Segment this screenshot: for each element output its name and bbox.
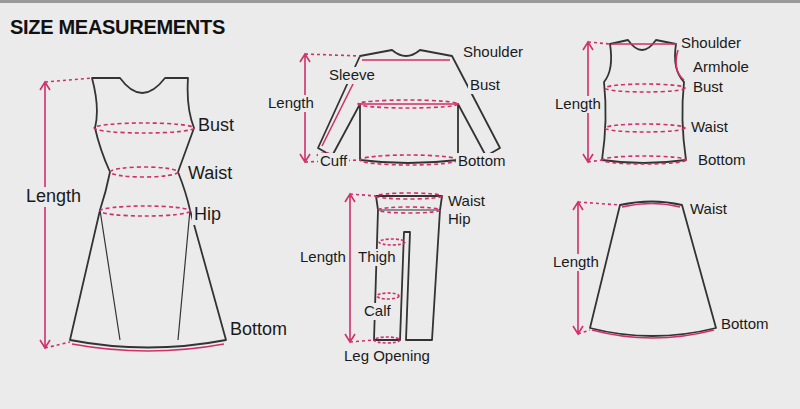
measurement-label: Cuff	[318, 153, 349, 170]
measurement-label: Sleeve	[327, 67, 377, 84]
measurement-label: Bottom	[456, 153, 508, 170]
measurement-label: Waist	[688, 201, 729, 218]
page-title: SIZE MEASUREMENTS	[10, 16, 225, 39]
measurement-label: Length	[298, 249, 348, 266]
measurement-label: Waist	[446, 193, 487, 210]
measurement-label: Armhole	[691, 59, 751, 76]
garment-outlines	[70, 40, 716, 348]
top-rule	[0, 0, 800, 3]
measurement-label: Bottom	[719, 316, 771, 333]
measurement-label: Thigh	[356, 249, 398, 266]
measurement-label: Shoulder	[461, 44, 525, 61]
measurement-label: Bottom	[228, 320, 289, 340]
measurement-label: Length	[553, 96, 603, 113]
measurement-label: Calf	[362, 303, 393, 320]
measurement-label: Hip	[192, 205, 223, 225]
measurement-lines	[40, 42, 714, 351]
measurement-label: Bust	[468, 77, 502, 94]
measurement-label: Bust	[196, 116, 236, 136]
measurement-label: Length	[24, 187, 83, 207]
measurement-label: Leg Opening	[342, 348, 432, 365]
measurement-label: Shoulder	[679, 35, 743, 52]
measurement-label: Bottom	[696, 152, 748, 169]
measurement-label: Waist	[689, 119, 730, 136]
measurement-label: Bust	[691, 79, 725, 96]
measurement-label: Hip	[446, 211, 473, 228]
measurement-label: Length	[266, 95, 316, 112]
measurement-label: Length	[551, 254, 601, 271]
measurement-label: Waist	[186, 164, 234, 184]
